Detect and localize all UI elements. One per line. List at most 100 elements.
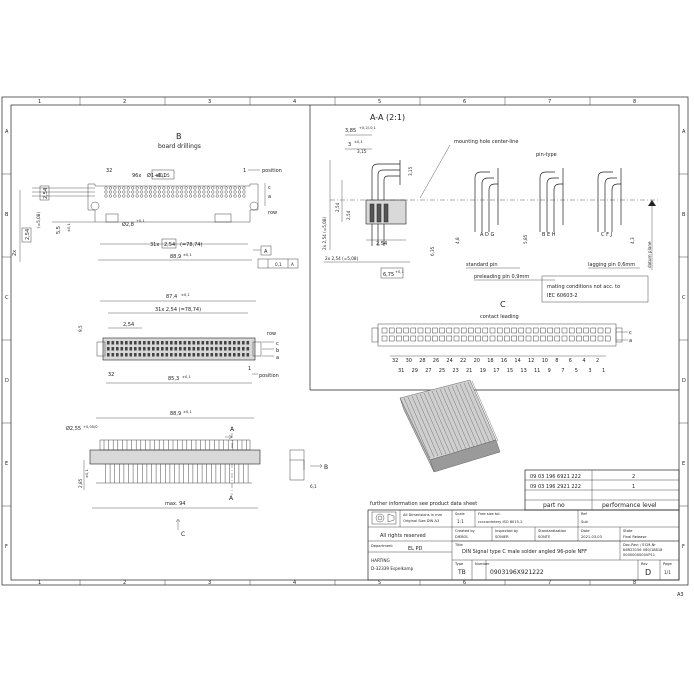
drill-hole xyxy=(237,186,242,190)
contact-cell xyxy=(475,327,481,334)
dim-254-left-box xyxy=(21,227,32,243)
drill-hole xyxy=(113,194,117,198)
created-label: Created by xyxy=(455,529,476,533)
render-pin xyxy=(443,387,471,449)
drill-hole xyxy=(224,186,228,190)
top-view-pin-grid xyxy=(107,341,250,357)
parts-header-level: performance level xyxy=(602,502,657,509)
top-pin xyxy=(183,341,187,345)
contact-number-top: 24 xyxy=(446,358,452,364)
drill-hole xyxy=(242,194,246,198)
view-b-tolerance-value: Ø0,05 xyxy=(157,173,170,178)
top-pin xyxy=(219,353,223,357)
contact-cell xyxy=(604,335,611,342)
view-b-row-a: a xyxy=(268,194,271,200)
drill-hole xyxy=(229,190,233,194)
mount-hole-right xyxy=(249,201,259,211)
drill-hole xyxy=(202,190,206,194)
top-pin xyxy=(215,347,218,351)
contact-cell xyxy=(475,335,481,342)
date-value: 2021-03-03 xyxy=(581,535,602,539)
contact-cell xyxy=(403,327,409,334)
dim-254-left: 2,54 xyxy=(25,229,31,240)
contact-cell xyxy=(590,327,597,334)
dim-508: (=5,08) xyxy=(36,212,41,228)
render-pin xyxy=(407,396,435,458)
dim-55: 5,5 xyxy=(56,226,62,234)
contact-number-bottom: 1 xyxy=(602,368,605,374)
render-pin xyxy=(419,393,447,455)
contact-cell xyxy=(525,327,532,334)
drill-hole xyxy=(113,190,117,194)
view-b-board-drillings: B board drillings 32 1 position 96x Ø1+0… xyxy=(12,132,299,269)
view-b-title: B xyxy=(176,132,182,141)
contact-cell xyxy=(417,327,424,334)
contact-cell xyxy=(460,335,467,342)
sec-dim-385: 3,85 xyxy=(345,128,356,134)
contact-number-bottom: 27 xyxy=(425,368,431,374)
top-pin xyxy=(179,353,182,357)
contact-cell xyxy=(482,327,489,334)
top-row-c: c xyxy=(276,341,279,347)
contact-number-top: 18 xyxy=(487,358,493,364)
drill-hole xyxy=(144,186,148,190)
parts-table: 09 03 196 6921 222 2 09 03 196 2921 222 … xyxy=(524,469,680,511)
drill-hole xyxy=(193,194,197,198)
border-col-number: 1 xyxy=(38,99,41,105)
render-pin xyxy=(451,385,479,447)
render-pin xyxy=(467,381,495,443)
section-a-bottom: A xyxy=(229,495,234,502)
render-pin xyxy=(411,395,439,457)
top-pin xyxy=(129,353,133,357)
drill-hole xyxy=(122,186,126,190)
drill-hole xyxy=(175,186,179,190)
contact-cell xyxy=(381,335,388,342)
drill-hole xyxy=(135,186,139,190)
contact-cell xyxy=(583,335,589,342)
front-dim-285: 2,85 xyxy=(78,478,83,488)
contact-number-bottom: 23 xyxy=(452,368,458,374)
top-pin xyxy=(237,341,241,345)
top-pin xyxy=(233,341,236,345)
contact-number-bottom: 3 xyxy=(588,368,591,374)
drill-hole xyxy=(180,190,184,194)
drill-hole xyxy=(242,190,246,194)
mount-hole-dia: Ø2,8 xyxy=(122,221,134,228)
contact-cell xyxy=(410,335,417,342)
drill-hole xyxy=(237,194,242,198)
contact-number-top: 14 xyxy=(514,358,520,364)
contact-cell xyxy=(396,327,402,334)
drill-hole xyxy=(162,186,166,190)
top-row-b: b xyxy=(276,348,279,354)
contact-number-bottom: 13 xyxy=(520,368,526,374)
drill-hole xyxy=(162,194,166,198)
top-pin xyxy=(134,341,137,345)
border-row-letter: B xyxy=(682,212,686,218)
drill-hole xyxy=(166,186,170,190)
border-col-number: 6 xyxy=(463,580,466,586)
drill-hole xyxy=(197,190,201,194)
page-value: 1/1 xyxy=(664,570,671,575)
drill-hole xyxy=(189,194,193,198)
state-label: State xyxy=(623,529,633,533)
scale-label: Scale xyxy=(455,512,465,516)
dim-vert-top: 9,5 xyxy=(78,325,83,332)
drill-hole xyxy=(220,190,224,194)
connector-top-flange-right xyxy=(252,341,262,357)
sec-dim-2x254-bottom: 2x 2,54 (=5,08) xyxy=(325,256,359,261)
top-pin xyxy=(224,341,227,345)
contact-number-top: 6 xyxy=(569,358,572,364)
render-pin xyxy=(459,383,487,445)
contact-cell xyxy=(446,335,453,342)
top-row-a: a xyxy=(276,355,279,361)
border-col-number: 8 xyxy=(633,580,636,586)
sec-dim-3-tol: ±0,1 xyxy=(354,140,363,144)
dim-853-tol: ±0,1 xyxy=(182,375,191,379)
contact-number-top: 26 xyxy=(433,358,439,364)
top-pin xyxy=(179,347,182,351)
drill-hole xyxy=(215,190,219,194)
view-b-label-1: 1 xyxy=(243,168,246,174)
title-value: DIN Signal type C male solder angled 96-… xyxy=(462,549,587,555)
ref-label: Ref xyxy=(581,512,588,516)
